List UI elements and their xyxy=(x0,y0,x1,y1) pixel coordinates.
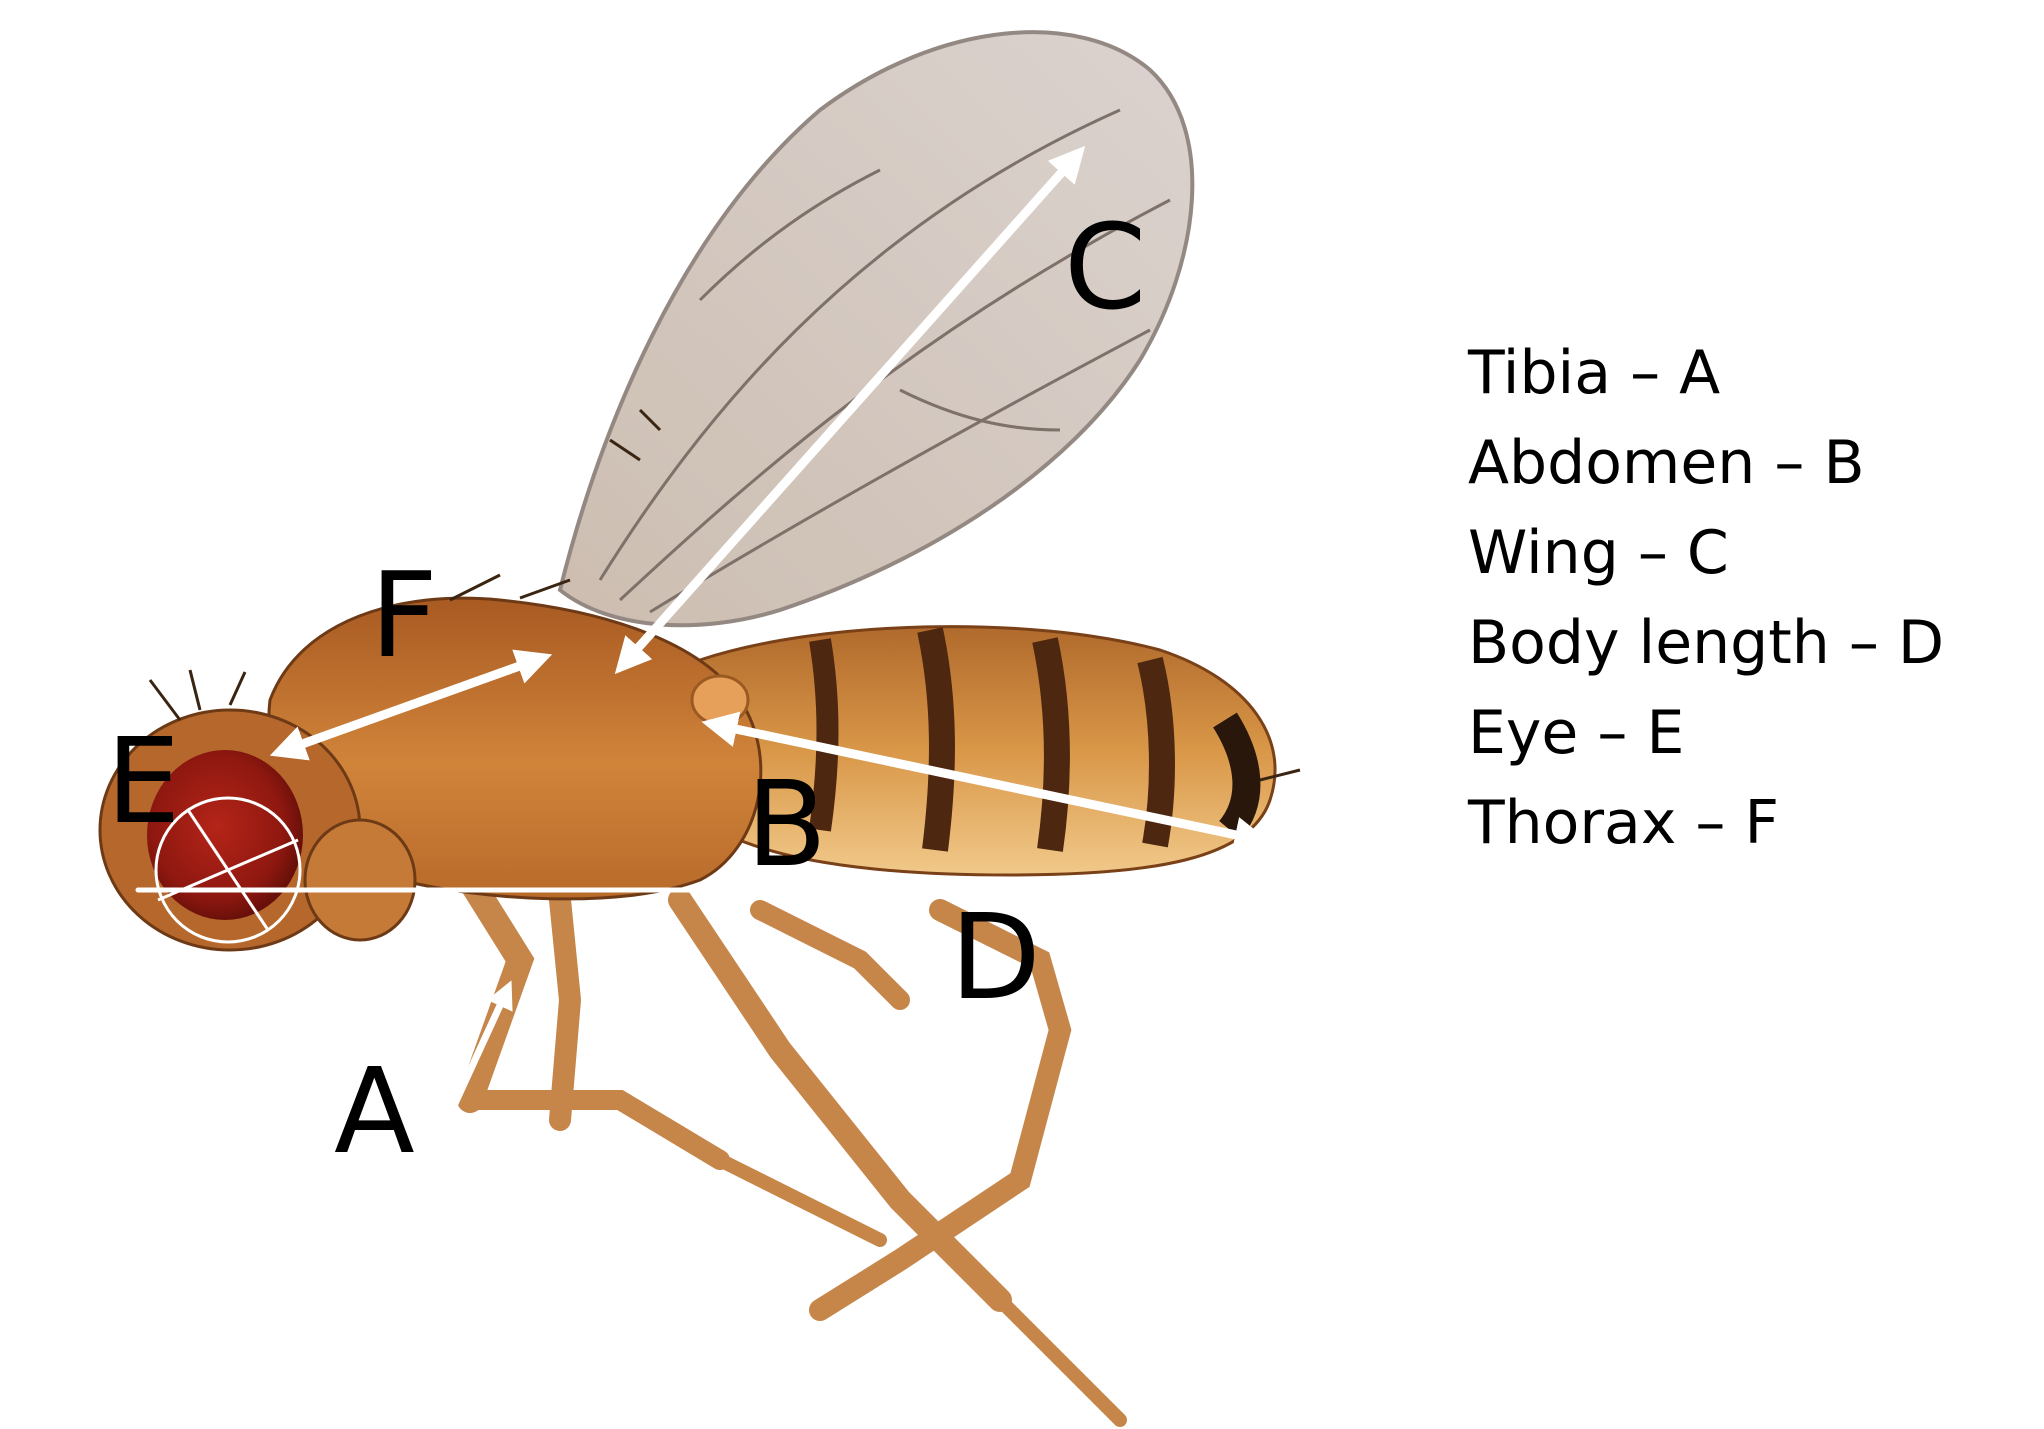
label-c: C xyxy=(1064,208,1146,326)
legend-item-thorax: Thorax – F xyxy=(1468,778,2028,868)
label-f: F xyxy=(370,556,438,674)
label-d: D xyxy=(950,898,1041,1016)
legend-item-tibia: Tibia – A xyxy=(1468,328,2028,418)
legend-item-wing: Wing – C xyxy=(1468,508,2028,598)
legend-item-body-length: Body length – D xyxy=(1468,598,2028,688)
label-a: A xyxy=(334,1052,415,1170)
legend-item-abdomen: Abdomen – B xyxy=(1468,418,2028,508)
legend: Tibia – A Abdomen – B Wing – C Body leng… xyxy=(1468,328,2028,868)
label-e: E xyxy=(106,722,181,840)
label-b: B xyxy=(746,765,827,883)
legend-item-eye: Eye – E xyxy=(1468,688,2028,778)
